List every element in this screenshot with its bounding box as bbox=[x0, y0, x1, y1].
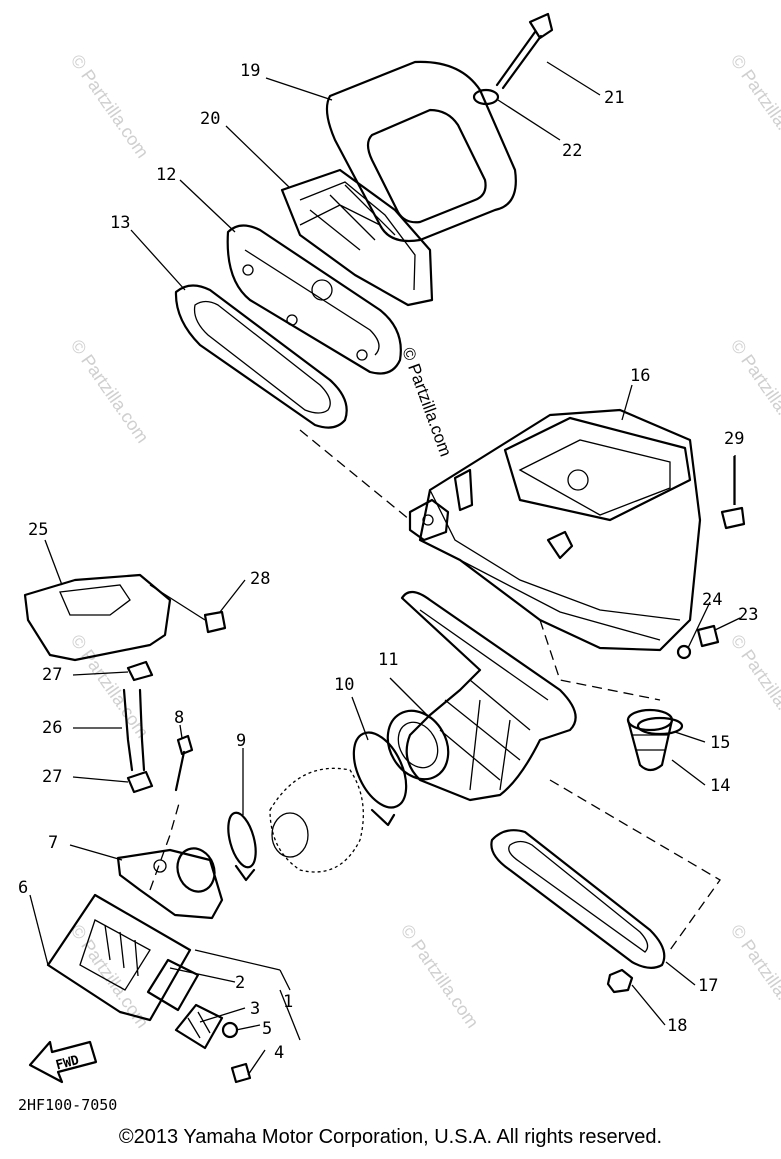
part-13-gasket bbox=[174, 284, 348, 429]
callout-26: 26 bbox=[42, 718, 62, 738]
part-3-stopper-plate bbox=[174, 1003, 224, 1050]
watermark: © Partzilla.com bbox=[67, 921, 153, 1032]
callout-8: 8 bbox=[174, 708, 184, 728]
callout-6: 6 bbox=[18, 878, 28, 898]
part-7-carburetor-joint bbox=[116, 847, 224, 920]
part-27-clip-lower bbox=[126, 770, 154, 794]
callout-27: 27 bbox=[42, 665, 62, 685]
watermark: © Partzilla.com bbox=[727, 631, 781, 742]
part-25-cover bbox=[23, 573, 172, 662]
callout-20: 20 bbox=[200, 109, 220, 129]
callout-4: 4 bbox=[274, 1043, 284, 1063]
callout-7: 7 bbox=[48, 833, 58, 853]
fwd-label: FWD bbox=[54, 1053, 81, 1074]
part-11-air-box-joint bbox=[386, 590, 577, 802]
fwd-arrow: FWD bbox=[28, 1040, 98, 1084]
part-28-bolt bbox=[149, 584, 227, 634]
part-17-gasket bbox=[490, 829, 666, 969]
part-8-screw bbox=[174, 734, 194, 792]
callout-22: 22 bbox=[562, 141, 582, 161]
callout-17: 17 bbox=[698, 976, 718, 996]
part-26-hose bbox=[122, 688, 146, 772]
callout-15: 15 bbox=[710, 733, 730, 753]
part-19-filter-element bbox=[325, 60, 517, 243]
callout-10: 10 bbox=[334, 675, 354, 695]
callout-2: 2 bbox=[235, 973, 245, 993]
watermark: © Partzilla.com bbox=[727, 921, 781, 1032]
part-29-bolt bbox=[720, 456, 746, 530]
callout-14: 14 bbox=[710, 776, 730, 796]
callout-5: 5 bbox=[262, 1019, 272, 1039]
part-10-clamp bbox=[352, 731, 408, 827]
part-27-clip bbox=[126, 660, 154, 682]
part-20-filter-guide bbox=[280, 168, 434, 307]
callout-18: 18 bbox=[667, 1016, 687, 1036]
part-23-bolt bbox=[696, 624, 720, 648]
part-4-screw bbox=[230, 1062, 252, 1084]
callout-29: 29 bbox=[724, 429, 744, 449]
callout-21: 21 bbox=[604, 88, 624, 108]
callout-19: 19 bbox=[240, 61, 260, 81]
callout-13: 13 bbox=[110, 213, 130, 233]
callouts: 1 2 3 4 5 6 7 8 9 10 11 12 13 14 15 16 1… bbox=[18, 61, 758, 1063]
part-22-washer bbox=[472, 88, 500, 106]
part-24-washer bbox=[676, 644, 692, 660]
carburetor-outline bbox=[269, 767, 364, 873]
part-18-nut bbox=[606, 968, 634, 994]
watermark: © Partzilla.com bbox=[67, 336, 153, 447]
watermark-center: © Partzilla.com bbox=[398, 345, 455, 459]
callout-25: 25 bbox=[28, 520, 48, 540]
diagram-code: 2HF100-7050 bbox=[18, 1096, 117, 1114]
watermark: © Partzilla.com bbox=[727, 51, 781, 162]
callout-24: 24 bbox=[702, 590, 722, 610]
part-5-washer bbox=[221, 1021, 239, 1039]
part-15-ring bbox=[636, 716, 684, 736]
callout-16: 16 bbox=[630, 366, 650, 386]
part-12-filter-plate bbox=[226, 224, 402, 375]
callout-9: 9 bbox=[236, 731, 246, 751]
copyright-notice: ©2013 Yamaha Motor Corporation, U.S.A. A… bbox=[118, 1126, 663, 1148]
part-16-air-box bbox=[408, 408, 702, 652]
watermark: © Partzilla.com bbox=[397, 921, 483, 1032]
part-21-bolt bbox=[495, 12, 554, 90]
callout-11: 11 bbox=[378, 650, 398, 670]
leader-lines bbox=[29, 61, 741, 1076]
callout-12: 12 bbox=[156, 165, 176, 185]
part-2-reed-plate bbox=[146, 958, 200, 1012]
callout-3: 3 bbox=[250, 999, 260, 1019]
callout-1: 1 bbox=[283, 992, 293, 1012]
callout-27-lower: 27 bbox=[42, 767, 62, 787]
watermark: © Partzilla.com bbox=[67, 51, 153, 162]
part-6-reed-valve bbox=[46, 893, 192, 1022]
part-9-clamp bbox=[227, 811, 257, 882]
callout-23: 23 bbox=[738, 605, 758, 625]
callout-28: 28 bbox=[250, 569, 270, 589]
